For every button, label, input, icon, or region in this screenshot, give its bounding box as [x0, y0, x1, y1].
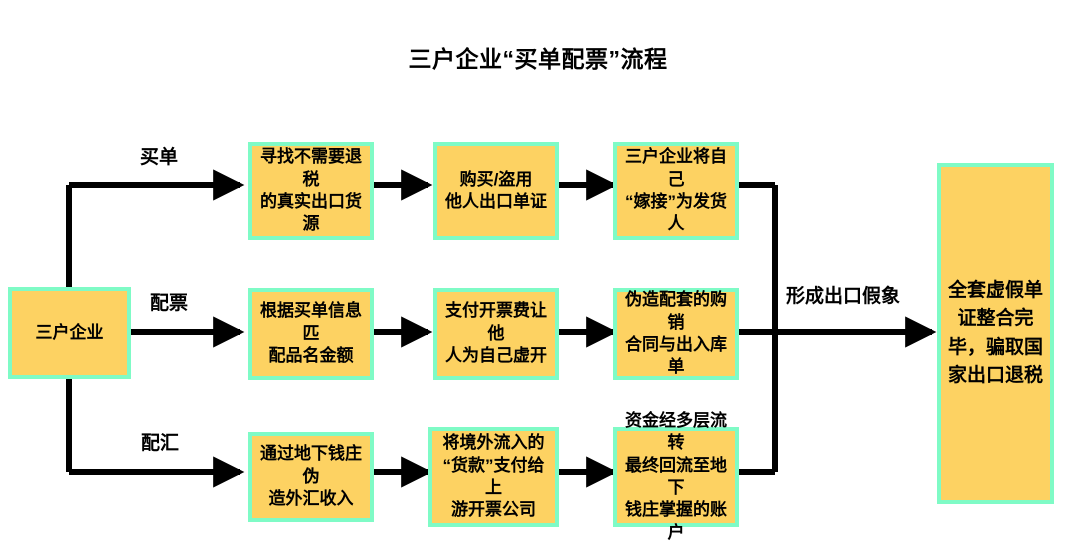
merge-label: 形成出口假象	[786, 286, 901, 307]
node-row3-step3[interactable]: 资金经多层流转 最终回流至地下 钱庄掌握的账户	[613, 411, 739, 542]
branch-label-row3: 配汇	[141, 433, 180, 454]
node-row2-step1[interactable]: 根据买单信息匹 配品名金额	[248, 288, 374, 380]
node-source[interactable]: 三户企业	[8, 287, 131, 379]
node-row1-step1[interactable]: 寻找不需要退税 的真实出口货源	[248, 142, 374, 240]
node-row2-step3[interactable]: 伪造配套的购销 合同与出入库单	[613, 288, 739, 380]
branch-label-row2: 配票	[150, 293, 189, 314]
branch-label-row1: 买单	[140, 147, 179, 168]
node-row1-step3[interactable]: 三户企业将自己 “嫁接”为发货人	[613, 142, 739, 240]
page-title: 三户企业“买单配票”流程	[408, 46, 668, 72]
node-row1-step2[interactable]: 购买/盗用 他人出口单证	[433, 142, 559, 240]
node-row3-step2[interactable]: 将境外流入的 “货款”支付给上 游开票公司	[428, 427, 559, 527]
node-row3-step1[interactable]: 通过地下钱庄伪 造外汇收入	[248, 432, 374, 522]
node-row2-step2[interactable]: 支付开票费让他 人为自己虚开	[433, 288, 559, 380]
node-outcome[interactable]: 全套虚假单 证整合完 毕，骗取国 家出口退税	[937, 163, 1054, 504]
